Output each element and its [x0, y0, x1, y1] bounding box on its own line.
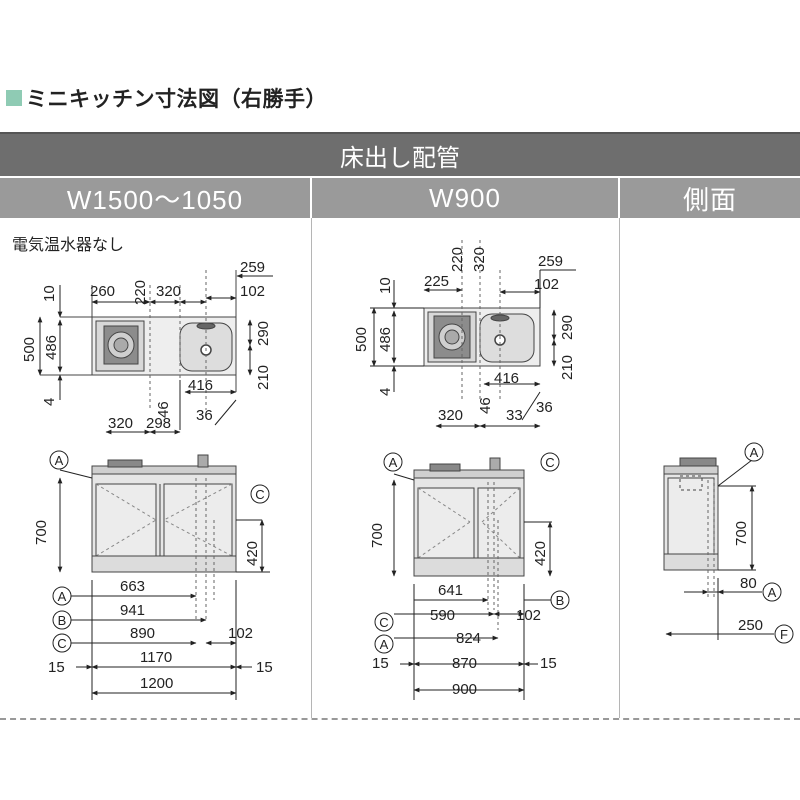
- header-col-w900: W900: [312, 178, 618, 218]
- front-view-w900: [413, 457, 525, 577]
- dim1-259: 259: [240, 259, 265, 276]
- marker-c-col2-bottom: [374, 612, 394, 632]
- dim1-102-bottom: 102: [228, 625, 253, 642]
- dim2-225: 225: [424, 273, 449, 290]
- svg-text:C: C: [545, 455, 554, 470]
- marker-b-col2: [550, 590, 570, 610]
- dim1-416: 416: [188, 377, 213, 394]
- dim1-420: 420: [244, 541, 261, 566]
- marker-a-col2-top: [383, 452, 403, 472]
- dim1-298: 298: [146, 415, 171, 432]
- dim2-416: 416: [494, 370, 519, 387]
- marker-a-col1: [52, 586, 72, 606]
- marker-a-side-top: [744, 442, 764, 462]
- dim2-870: 870: [452, 655, 477, 672]
- dim2-590: 590: [430, 607, 455, 624]
- dim1-290: 290: [255, 321, 272, 346]
- front-view-w1500: [91, 454, 237, 573]
- header-col-side: 側面: [620, 178, 800, 218]
- dim2-36: 36: [536, 399, 553, 416]
- header-col-w1500: W1500～1050: [0, 178, 310, 218]
- note-no-water-heater: 電気温水器なし: [12, 236, 124, 254]
- dim1-46: 46: [155, 401, 172, 418]
- plan-view-w1500: [91, 316, 237, 376]
- dim2-46: 46: [477, 397, 494, 414]
- dim2-641: 641: [438, 582, 463, 599]
- dim1-4: 4: [41, 398, 58, 406]
- dim2-900: 900: [452, 681, 477, 698]
- dim1-210: 210: [255, 365, 272, 390]
- column-divider-1: [311, 218, 312, 718]
- svg-text:B: B: [556, 593, 565, 608]
- marker-a-col2-bottom: [374, 634, 394, 654]
- dim2-486: 486: [377, 327, 394, 352]
- dim2-320-top: 320: [471, 247, 488, 272]
- dim1-700: 700: [33, 520, 50, 545]
- title-marker-square: [6, 90, 22, 106]
- dim2-500: 500: [353, 327, 370, 352]
- dim2-420: 420: [532, 541, 549, 566]
- svg-text:F: F: [780, 627, 788, 642]
- dim1-260: 260: [90, 283, 115, 300]
- marker-c-col1: [250, 484, 270, 504]
- dim1-220: 220: [132, 280, 149, 305]
- svg-text:A: A: [750, 445, 759, 460]
- marker-f-side: [774, 624, 794, 644]
- dim1-15-left: 15: [48, 659, 65, 676]
- dim2-4: 4: [377, 388, 394, 396]
- title-text: ミニキッチン寸法図（右勝手）: [26, 88, 327, 111]
- dim3-700: 700: [733, 521, 750, 546]
- svg-text:A: A: [768, 585, 777, 600]
- dim1-890: 890: [130, 625, 155, 642]
- dim1-320-top: 320: [156, 283, 181, 300]
- dim2-102-top: 102: [534, 276, 559, 293]
- dim2-220: 220: [449, 247, 466, 272]
- dim1-1170: 1170: [140, 649, 172, 666]
- svg-text:C: C: [255, 487, 264, 502]
- dim1-663: 663: [120, 578, 145, 595]
- dim2-259: 259: [538, 253, 563, 270]
- dim2-700: 700: [369, 523, 386, 548]
- dim2-290: 290: [559, 315, 576, 340]
- dim1-36: 36: [196, 407, 213, 424]
- svg-text:C: C: [57, 636, 66, 651]
- dim2-15-left: 15: [372, 655, 389, 672]
- dim1-500: 500: [21, 337, 38, 362]
- dim3-80: 80: [740, 575, 757, 592]
- dim1-941: 941: [120, 602, 145, 619]
- dim2-15-right: 15: [540, 655, 557, 672]
- header-main: 床出し配管: [0, 134, 800, 176]
- plan-view-w900: [423, 307, 541, 367]
- dim2-320-bottom: 320: [438, 407, 463, 424]
- marker-c-col1-bottom: [52, 633, 72, 653]
- svg-text:A: A: [380, 637, 389, 652]
- marker-c-col2: [540, 452, 560, 472]
- dim2-10: 10: [377, 277, 394, 294]
- svg-text:B: B: [58, 613, 67, 628]
- column-divider-2: [619, 218, 620, 718]
- dim1-102-top: 102: [240, 283, 265, 300]
- dim3-250: 250: [738, 617, 763, 634]
- side-view: [663, 457, 719, 571]
- marker-b-col1: [52, 610, 72, 630]
- bottom-dashed-rule: [0, 718, 800, 720]
- dim2-33: 33: [506, 407, 523, 424]
- dim1-486: 486: [43, 335, 60, 360]
- svg-text:C: C: [379, 615, 388, 630]
- marker-a-side: [762, 582, 782, 602]
- dim2-824: 824: [456, 630, 481, 647]
- dim1-15-right: 15: [256, 659, 273, 676]
- svg-text:A: A: [389, 455, 398, 470]
- dim1-320-bottom: 320: [108, 415, 133, 432]
- dim1-1200: 1200: [140, 675, 173, 692]
- marker-a-col1-top: [49, 450, 69, 470]
- svg-text:A: A: [58, 589, 67, 604]
- svg-text:A: A: [55, 453, 64, 468]
- dim2-102-bottom: 102: [516, 607, 541, 624]
- page-title: ミニキッチン寸法図（右勝手）: [6, 84, 327, 112]
- dim2-210: 210: [559, 355, 576, 380]
- dim1-10: 10: [41, 285, 58, 302]
- top-rule: [0, 132, 800, 134]
